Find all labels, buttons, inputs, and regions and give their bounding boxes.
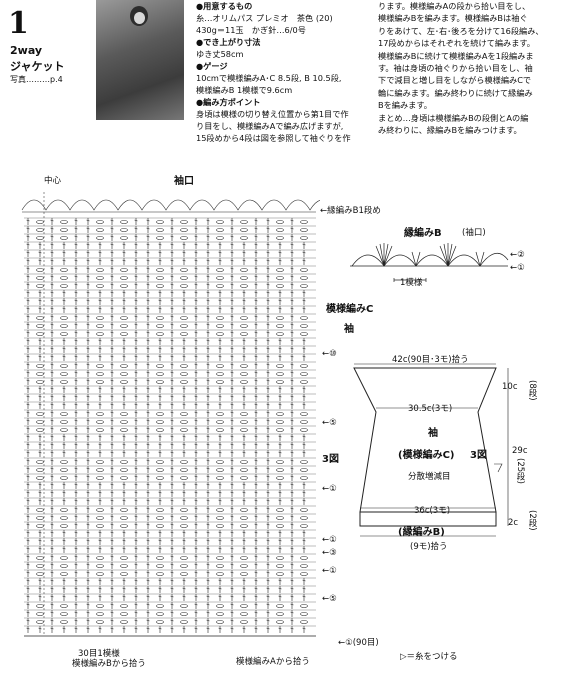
edge-b-subtitle: (袖口) (462, 228, 486, 238)
instructions-column-left: ●用意するもの 糸…オリムパス プレミオ 茶色 (20) 430g＝11玉 かぎ… (196, 0, 368, 144)
points-line: 模様編みBを編みます。模様編みBは袖ぐ (378, 13, 528, 24)
crochet-stitch-chart (21, 192, 320, 637)
row-mark: ←③ (322, 548, 337, 558)
sleeve-dec-note: 分散増減目 (408, 472, 451, 482)
row-mark: ←⑤ (322, 594, 337, 604)
bottom-row-label: ←①(90目) (338, 638, 379, 648)
row-mark: ←① (322, 535, 337, 545)
gauge-heading: ●ゲージ (196, 61, 228, 71)
finished-size-heading: ●でき上がり寸法 (196, 37, 261, 47)
chart-cuff-label: 袖口 (174, 176, 194, 187)
points-line: Bを編みます。 (378, 100, 432, 111)
pick-from-b-label: 模様編みBから拾う (72, 659, 146, 669)
edge-b-chart (350, 243, 509, 282)
sleeve-side-length: 29c (512, 446, 528, 456)
instructions-column-right: ります。模様編みAの段から拾い目をし、 模様編みBを編みます。模様編みBは袖ぐ … (378, 0, 568, 136)
points-line: ります。模様編みAの段から拾い目をし、 (378, 1, 531, 11)
pattern-number: 1 (8, 6, 29, 41)
item-title-line1: 2way (10, 44, 43, 57)
chart-center-label: 中心 (44, 176, 62, 186)
pick-from-a-label: 模様編みAから拾う (236, 657, 310, 667)
figure-3-label: 3図 (322, 454, 339, 465)
sleeve-label: 袖 (428, 428, 438, 439)
sleeve-bottom-pick: (9モ)拾う (410, 542, 448, 552)
gauge-line: 10cmで模様編みA･C 8.5段, B 10.5段, (196, 73, 342, 83)
model-photo (96, 0, 184, 120)
sleeve-schematic (353, 363, 509, 537)
points-line: 模様編みBに続けて模様編みAを1段編みま (378, 50, 534, 61)
points-heading: ●編み方ポイント (196, 97, 261, 107)
yarn-attach-legend: ▷＝糸をつける (400, 652, 458, 662)
pattern-c-label: 模様編みC (326, 304, 374, 315)
points-line: 15段めから4段は図を参照して袖ぐりを作 (196, 133, 351, 143)
edge-b-row1-label: ←縁編みB1段め (320, 206, 381, 216)
photo-reference: 写真………p.4 (10, 75, 63, 84)
points-line: み終わりに、縁編みBを編みつけます。 (378, 125, 522, 136)
edge-b-repeat-label: 1模様 (400, 278, 423, 288)
chart-sleeve-label: 袖 (344, 324, 354, 335)
row-mark: ←① (322, 484, 337, 494)
sleeve-top-height: 10c (502, 382, 518, 392)
row-mark: ←⑩ (322, 349, 337, 359)
materials-heading: ●用意するもの (196, 1, 253, 11)
item-title-line2: ジャケット (10, 60, 65, 73)
row-mark: ←② (510, 250, 525, 260)
points-line: 輪に編みます。編み終わりに続けて縁編み (378, 87, 533, 98)
finished-size-line: ゆき丈58cm (196, 49, 244, 59)
edge-b-title: 縁編みB (404, 228, 442, 239)
sleeve-figure-ref: 3図 (470, 450, 487, 461)
repeat-label: 30目1模様 (78, 649, 120, 659)
sleeve-edge-label: (縁編みB) (398, 527, 445, 538)
sleeve-pattern: (模様編みC) (398, 450, 455, 461)
materials-line: 糸…オリムパス プレミオ 茶色 (20) (196, 13, 333, 23)
points-line: 17段めからはそれぞれを続けて編みます。 (378, 38, 535, 49)
points-line: 下で減目と増し目をしながら模様編みCで (378, 75, 532, 86)
points-line: まとめ…身頃は模様編みBの段側とAの編 (378, 112, 529, 123)
row-mark: ←① (322, 566, 337, 576)
sleeve-edge-rows: (2段) (527, 510, 537, 531)
gauge-line: 模様編みB 1模様で9.6cm (196, 85, 293, 95)
row-mark: ←⑤ (322, 418, 337, 428)
sleeve-top-rows: (8段) (527, 380, 537, 401)
sleeve-side-rows: (25段) (515, 458, 525, 484)
sleeve-top-width: 42c(90目･3モ)拾う (392, 355, 469, 365)
points-line: り目をし、模様編みAで編み広げますが, (196, 121, 344, 131)
sleeve-bottom-width: 36c(3モ) (414, 506, 451, 516)
points-line: す。袖は身頃の袖ぐりから拾い目をし、袖 (378, 63, 533, 74)
materials-line: 430g＝11玉 かぎ針…6/0号 (196, 25, 306, 35)
points-line: りをあけて、左･右･後ろを分けて16段編み、 (378, 25, 544, 36)
sleeve-mid-width: 30.5c(3モ) (408, 404, 453, 414)
row-mark: ←① (510, 263, 525, 273)
points-line: 身頃は模様の切り替え位置から第1目で作 (196, 109, 349, 119)
sleeve-edge-height: 2c (508, 518, 519, 528)
